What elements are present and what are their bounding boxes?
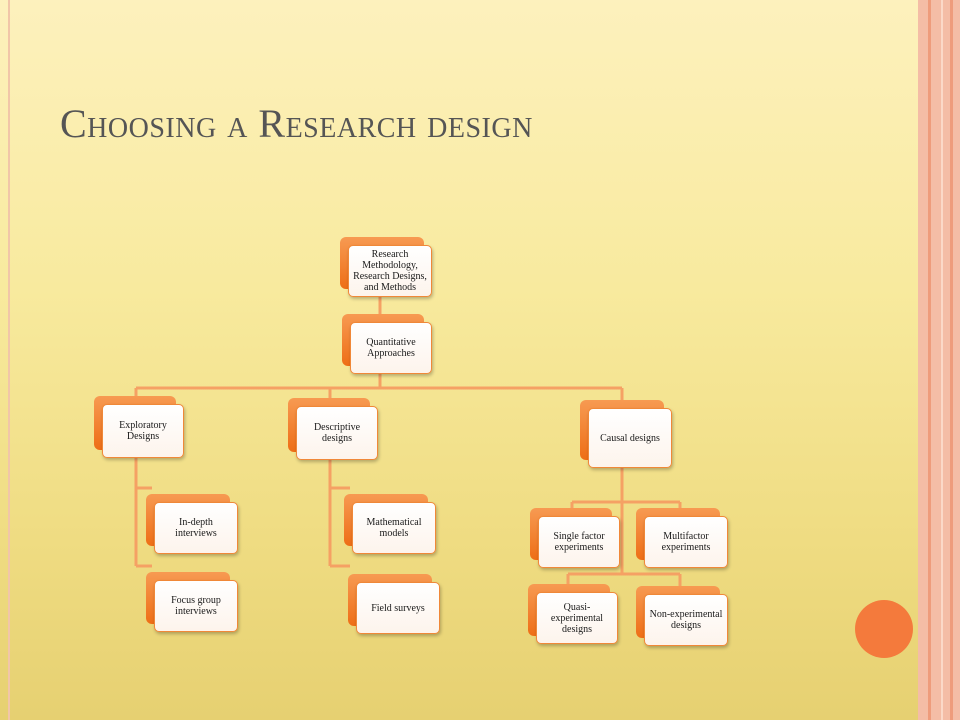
node-root: Research Methodology, Research Designs, … xyxy=(340,237,432,297)
decorative-circle xyxy=(855,600,913,658)
node-label: Mathematical models xyxy=(366,517,422,539)
node-label: Causal designs xyxy=(600,432,660,444)
node-field-surveys: Field surveys xyxy=(348,574,440,634)
node-causal: Causal designs xyxy=(580,400,672,468)
node-box: Research Methodology, Research Designs, … xyxy=(348,245,432,297)
node-box: Mathematical models xyxy=(352,502,436,554)
node-box: Focus group interviews xyxy=(154,580,238,632)
node-descriptive: Descriptive designs xyxy=(288,398,378,460)
node-box: Quasi-experimental designs xyxy=(536,592,618,644)
node-label: Non-experimental designs xyxy=(649,609,723,631)
side-strip-line xyxy=(941,0,943,720)
node-label: Field surveys xyxy=(371,602,425,614)
node-label: In-depth interviews xyxy=(175,517,217,539)
node-box: Causal designs xyxy=(588,408,672,468)
node-label: Multifactor experiments xyxy=(661,531,711,553)
node-in-depth-interviews: In-depth interviews xyxy=(146,494,238,554)
node-label: Quasi-experimental designs xyxy=(550,601,604,635)
node-box: Multifactor experiments xyxy=(644,516,728,568)
left-edge-line xyxy=(8,0,10,720)
side-strip-outer xyxy=(918,0,960,720)
node-box: Quantitative Approaches xyxy=(350,322,432,374)
node-box: Field surveys xyxy=(356,582,440,634)
node-label: Quantitative Approaches xyxy=(366,337,416,359)
node-label: Research Methodology, Research Designs, … xyxy=(353,249,427,293)
side-strip-line xyxy=(928,0,931,720)
node-box: Exploratory Designs xyxy=(102,404,184,458)
slide-title: Choosing a Research design xyxy=(60,101,533,146)
node-approach: Quantitative Approaches xyxy=(342,314,432,374)
node-label: Single factor experiments xyxy=(553,531,605,553)
node-label: Exploratory Designs xyxy=(119,420,167,442)
node-label: Descriptive designs xyxy=(313,422,361,444)
node-box: In-depth interviews xyxy=(154,502,238,554)
node-quasi-experimental-designs: Quasi-experimental designs xyxy=(528,584,618,644)
side-strip-line xyxy=(950,0,953,720)
node-label: Focus group interviews xyxy=(171,595,221,617)
node-exploratory: Exploratory Designs xyxy=(94,396,184,458)
node-box: Single factor experiments xyxy=(538,516,620,568)
node-box: Non-experimental designs xyxy=(644,594,728,646)
node-non-experimental-designs: Non-experimental designs xyxy=(636,586,728,646)
node-focus-group-interviews: Focus group interviews xyxy=(146,572,238,632)
node-multifactor-experiments: Multifactor experiments xyxy=(636,508,728,568)
node-box: Descriptive designs xyxy=(296,406,378,460)
node-single-factor-experiments: Single factor experiments xyxy=(530,508,620,568)
node-mathematical-models: Mathematical models xyxy=(344,494,436,554)
